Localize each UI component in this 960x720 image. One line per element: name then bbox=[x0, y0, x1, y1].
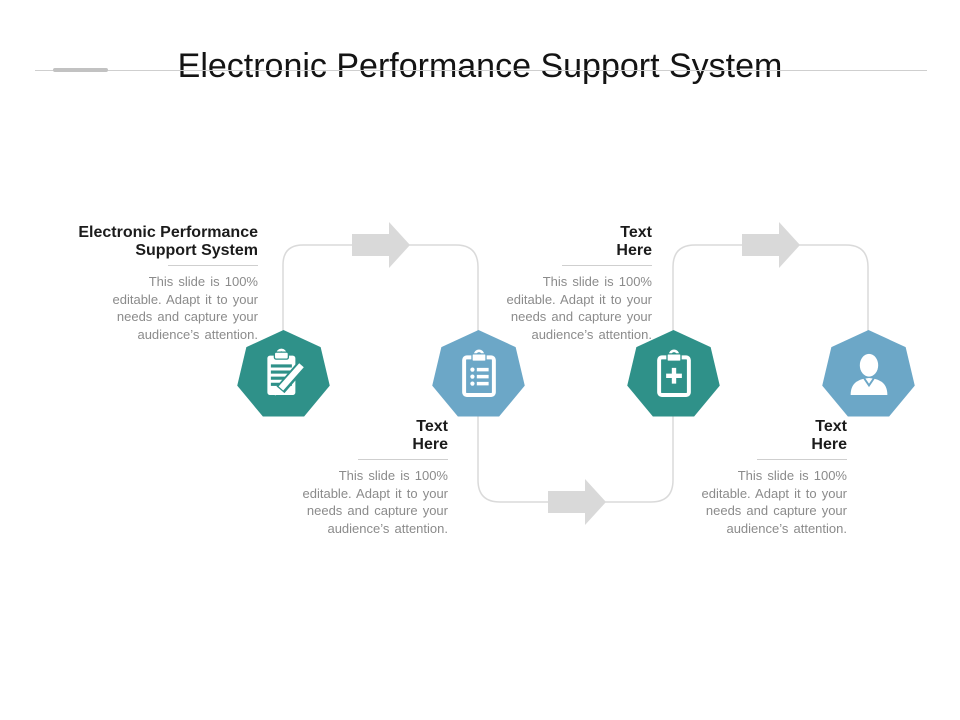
arrow-stem bbox=[352, 234, 389, 256]
text-block-4: Text Here This slide is 100% editable. A… bbox=[657, 418, 847, 537]
arrow-head bbox=[585, 479, 606, 525]
process-node-2 bbox=[432, 330, 525, 417]
arrow-head bbox=[779, 222, 800, 268]
title-divider-line bbox=[35, 70, 927, 71]
text-block-2: Text Here This slide is 100% editable. A… bbox=[258, 418, 448, 537]
heading-underline bbox=[358, 459, 448, 460]
text-block-body: This slide is 100% editable. Adapt it to… bbox=[506, 274, 652, 342]
flow-arrow-icon bbox=[352, 222, 410, 268]
heading-underline bbox=[562, 265, 652, 266]
person-icon bbox=[850, 353, 887, 395]
slide-title: Electronic Performance Support System bbox=[177, 46, 783, 85]
arrow-head bbox=[389, 222, 410, 268]
flow-arrow-icon bbox=[548, 479, 606, 525]
text-block-heading: Text Here bbox=[811, 418, 847, 453]
text-block-body: This slide is 100% editable. Adapt it to… bbox=[701, 468, 847, 536]
process-node-4 bbox=[822, 330, 915, 417]
title-accent-bar bbox=[53, 68, 108, 72]
arrow-stem bbox=[742, 234, 779, 256]
clipboard-pencil-icon bbox=[266, 348, 306, 395]
clipboard-plus-icon bbox=[656, 349, 691, 397]
heading-underline bbox=[168, 265, 258, 266]
text-block-body: This slide is 100% editable. Adapt it to… bbox=[302, 468, 448, 536]
flow-arrow-icon bbox=[742, 222, 800, 268]
text-block-heading: Text Here bbox=[616, 224, 652, 259]
text-block-heading: Electronic Performance Support System bbox=[78, 224, 258, 259]
arrow-stem bbox=[548, 491, 585, 513]
text-block-3: Text Here This slide is 100% editable. A… bbox=[462, 224, 652, 343]
text-block-body: This slide is 100% editable. Adapt it to… bbox=[112, 274, 258, 342]
clipboard-checklist-icon bbox=[461, 349, 496, 397]
process-node-3 bbox=[627, 330, 720, 417]
text-block-1: Electronic Performance Support System Th… bbox=[68, 224, 258, 343]
heading-underline bbox=[757, 459, 847, 460]
text-block-heading: Text Here bbox=[412, 418, 448, 453]
process-node-1 bbox=[237, 330, 330, 417]
